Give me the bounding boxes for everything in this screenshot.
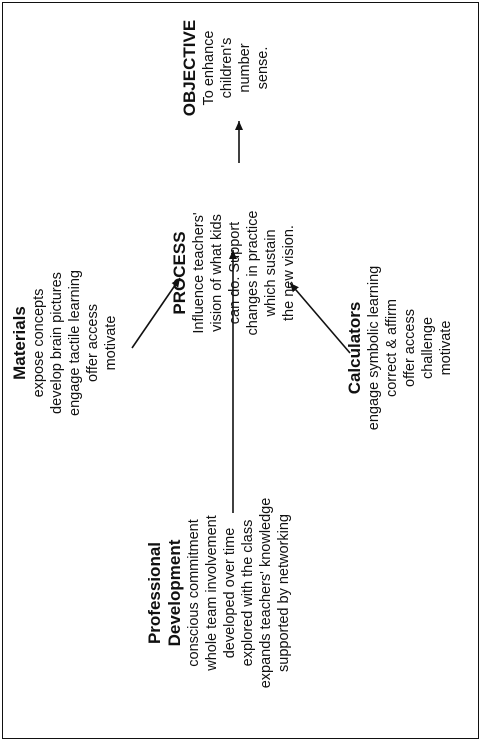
pd-item: developed over time — [222, 527, 238, 659]
process-line: the new vision. — [281, 225, 297, 321]
process-line: vision of what kids — [209, 214, 225, 332]
objective-line: sense. — [255, 46, 271, 90]
pd-title-line-2: Development — [165, 539, 184, 647]
calculators-item: motivate — [438, 320, 454, 376]
arrow-calculators-to-process — [289, 282, 351, 354]
materials-block: Materials expose concepts develop brain … — [10, 243, 120, 443]
materials-title: Materials — [10, 306, 29, 380]
pd-item: supported by networking — [276, 514, 292, 672]
materials-item: expose concepts — [31, 288, 47, 398]
process-line: Influence teachers' — [191, 212, 207, 334]
diagram-frame — [2, 2, 479, 739]
process-line: which sustain — [263, 229, 279, 317]
arrow-materials-to-process — [131, 277, 181, 349]
calculators-title: Calculators — [345, 301, 364, 395]
materials-item: develop brain pictures — [49, 272, 65, 414]
materials-item: offer access — [85, 304, 101, 382]
objective-title: OBJECTIVE — [180, 19, 199, 117]
calculators-item: offer access — [402, 309, 418, 387]
pd-item: explored with the class — [240, 519, 256, 667]
pd-item: expands teachers' knowledge — [258, 497, 274, 689]
professional-development-block: Professional Development conscious commi… — [145, 453, 293, 733]
calculators-block: Calculators engage symbolic learning cor… — [345, 243, 455, 453]
materials-item: motivate — [103, 315, 119, 371]
objective-line: children's — [219, 37, 235, 99]
process-line: changes in practice — [245, 210, 261, 336]
calculators-item: challenge — [420, 316, 436, 380]
pd-item: whole team involvement — [204, 515, 220, 671]
process-line: can do. Support — [227, 221, 243, 325]
materials-item: engage tactile learning — [67, 270, 83, 416]
process-block: PROCESS Influence teachers' vision of wh… — [170, 173, 298, 373]
objective-line: number — [237, 43, 253, 93]
pd-title-line-1: Professional — [145, 541, 164, 645]
pd-item: conscious commitment — [186, 519, 202, 667]
process-title: PROCESS — [170, 231, 189, 315]
objective-line: To enhance — [201, 30, 217, 106]
objective-block: OBJECTIVE To enhance children's number s… — [180, 0, 272, 143]
calculators-item: correct & affirm — [384, 298, 400, 398]
calculators-item: engage symbolic learning — [366, 265, 382, 431]
